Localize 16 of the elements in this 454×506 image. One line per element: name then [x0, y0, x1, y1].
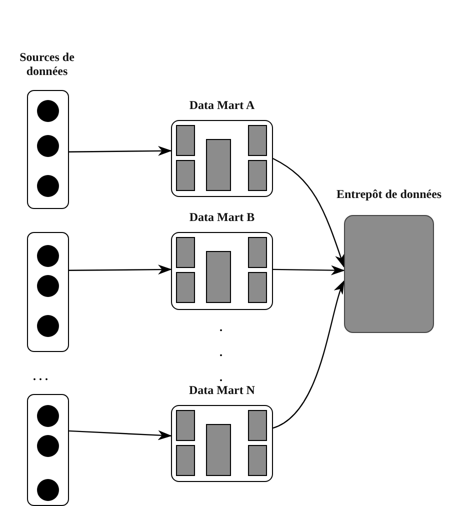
arrow	[69, 146, 172, 156]
ellipsis-dots: . . .	[219, 319, 223, 386]
arrow	[68, 430, 172, 440]
arrow	[273, 265, 345, 276]
data-mart-title: Data Mart N	[189, 383, 255, 397]
data-mart-title: Data Mart B	[189, 210, 255, 224]
warehouse-title: Entrepôt de données	[336, 187, 442, 203]
data-source-box	[27, 394, 69, 506]
arrow	[272, 158, 345, 268]
arrow	[69, 264, 172, 275]
data-mart-title: Data Mart A	[189, 98, 255, 112]
arrow	[272, 280, 345, 429]
sources-heading: Sources de données	[18, 50, 76, 78]
data-source-box	[27, 90, 69, 209]
data-source-box	[27, 232, 69, 352]
ellipsis-dots: . . .	[33, 370, 48, 382]
